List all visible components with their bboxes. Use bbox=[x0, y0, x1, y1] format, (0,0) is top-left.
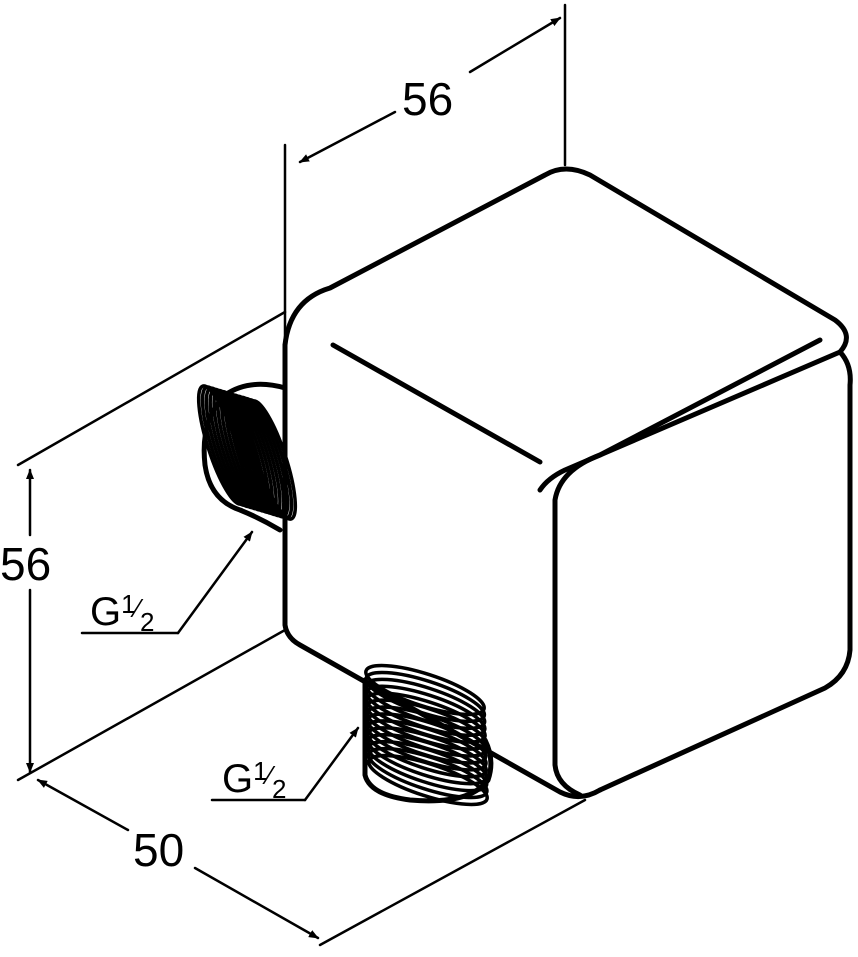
bottom-thread-label-main: G bbox=[222, 757, 253, 801]
cube-body bbox=[282, 166, 853, 799]
bottom-thread-label-den: 2 bbox=[272, 774, 286, 804]
bottom-thread-ring bbox=[367, 753, 489, 807]
side-thread-connector bbox=[196, 381, 298, 533]
height-dimension-label: 56 bbox=[0, 538, 51, 590]
side-thread-callout: G1⁄2 bbox=[80, 530, 254, 637]
side-thread-label-den: 2 bbox=[140, 607, 154, 637]
cube-highlight-line bbox=[330, 342, 543, 465]
width-dimension: 50 bbox=[36, 778, 320, 940]
width-dimension-label: 50 bbox=[133, 824, 184, 876]
cube-top-face bbox=[282, 166, 849, 493]
bottom-thread-callout: G1⁄2 bbox=[210, 726, 360, 804]
depth-dimension: 56 bbox=[298, 16, 562, 164]
side-thread-label-main: G bbox=[90, 590, 121, 634]
height-dimension: 56 bbox=[0, 468, 51, 774]
extension-lines bbox=[16, 3, 587, 947]
cube-front-face bbox=[282, 342, 603, 799]
bottom-thread-label-num: 1 bbox=[253, 756, 267, 786]
cube-right-face bbox=[597, 349, 853, 793]
cube-right-face-edge bbox=[552, 337, 823, 798]
bottom-thread-connector bbox=[362, 663, 494, 807]
side-thread-label: G1⁄2 bbox=[90, 589, 154, 637]
side-thread-label-num: 1 bbox=[121, 589, 135, 619]
bottom-thread-label: G1⁄2 bbox=[222, 756, 286, 804]
side-thread-ring bbox=[246, 399, 298, 521]
depth-dimension-label: 56 bbox=[402, 73, 453, 125]
